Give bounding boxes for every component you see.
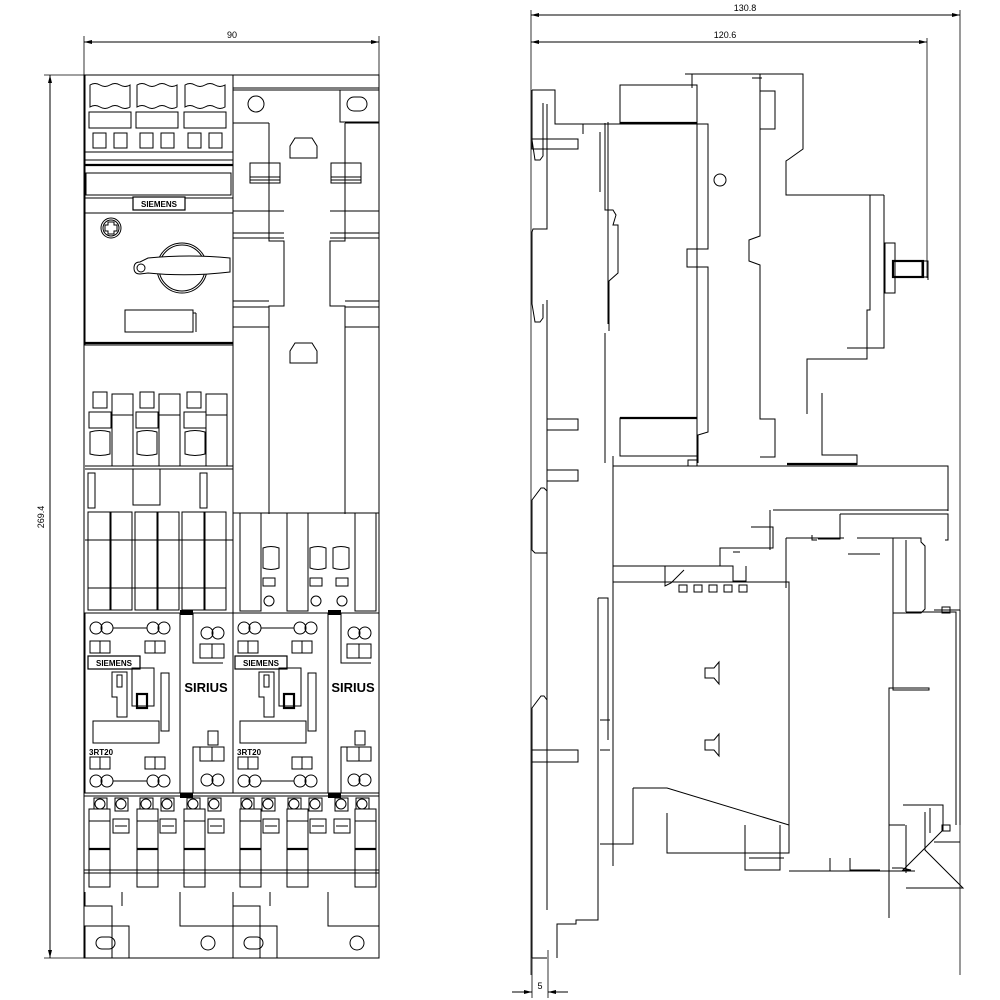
siemens-badge-left <box>87 655 141 670</box>
dimension-depth-120-6: 120.6 <box>531 30 928 278</box>
series-label-right: SIRIUS <box>331 680 375 695</box>
side-view <box>531 73 965 959</box>
contactor-side-body <box>597 465 965 918</box>
aux-switch-left: SIRIUS <box>179 610 234 798</box>
contactor-left: SIEMENS 3RT20 <box>84 612 181 794</box>
dimension-height-269-4: 269.4 <box>36 74 85 959</box>
dimension-width-90: 90 <box>83 30 380 78</box>
link-modules <box>85 468 233 611</box>
siemens-badge-top <box>132 196 186 211</box>
bottom-terminals <box>84 795 379 888</box>
series-label-left: SIRIUS <box>184 680 228 695</box>
dim-label-5: 5 <box>537 981 542 991</box>
breaker-side-body <box>577 73 929 467</box>
aux-switch-right: SIRIUS <box>327 610 380 798</box>
dimension-rail-5: 5 <box>512 950 568 998</box>
siemens-badge-right <box>234 655 288 670</box>
screw-icon <box>100 217 122 239</box>
brand-label-right: SIEMENS <box>243 659 280 668</box>
dim-label-120-6: 120.6 <box>714 30 737 40</box>
contactor-right: SIEMENS 3RT20 <box>232 612 329 794</box>
mounting-plate <box>232 87 380 514</box>
din-rail-profile <box>531 89 599 959</box>
rotary-handle[interactable] <box>133 242 231 294</box>
front-view: SIEMENS <box>83 74 380 959</box>
brand-label-top: SIEMENS <box>141 200 178 209</box>
bottom-mounting-feet <box>84 892 379 959</box>
model-label-right: 3RT20 <box>237 748 262 757</box>
contactor-top-terminals-right <box>232 512 380 614</box>
breaker-output-terminals <box>85 391 233 470</box>
dim-label-130-8: 130.8 <box>734 3 757 13</box>
dim-label-90: 90 <box>227 30 237 40</box>
circuit-breaker-module: SIEMENS <box>84 74 234 346</box>
brand-label-left: SIEMENS <box>96 659 133 668</box>
model-label-left: 3RT20 <box>89 748 114 757</box>
dim-label-269-4: 269.4 <box>36 506 46 529</box>
